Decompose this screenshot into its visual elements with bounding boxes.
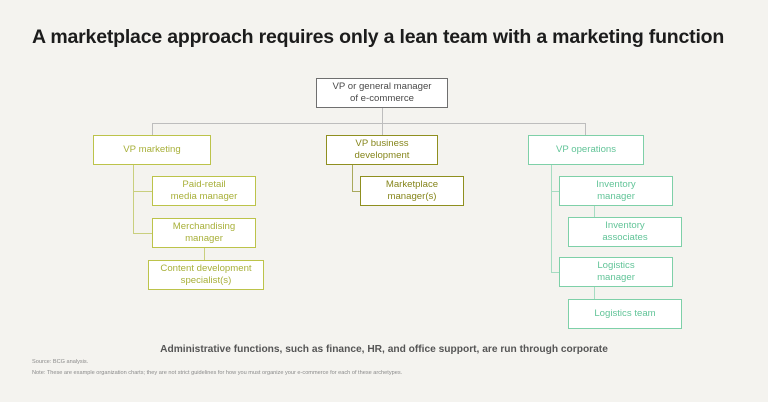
node-label: VP operations bbox=[555, 143, 617, 155]
node-content-development-specialist[interactable]: Content development specialist(s) bbox=[148, 260, 264, 290]
node-vp-general-manager[interactable]: VP or general manager of e-commerce bbox=[316, 78, 448, 108]
node-label: Merchandising manager bbox=[172, 220, 236, 244]
node-inventory-manager[interactable]: Inventory manager bbox=[559, 176, 673, 206]
node-paid-retail-media-manager[interactable]: Paid-retail media manager bbox=[152, 176, 256, 206]
node-label: VP marketing bbox=[123, 143, 181, 155]
connector-drop-operations bbox=[585, 122, 587, 136]
node-label: VP or general manager of e-commerce bbox=[332, 80, 432, 104]
node-vp-marketing[interactable]: VP marketing bbox=[93, 135, 211, 165]
connector-bizdev-stub-1 bbox=[352, 190, 360, 192]
connector-operations-rail bbox=[551, 165, 553, 273]
node-inventory-associates[interactable]: Inventory associates bbox=[568, 217, 682, 247]
node-label: Content development specialist(s) bbox=[160, 262, 252, 286]
connector-drop-marketing bbox=[152, 122, 154, 136]
node-marketplace-manager[interactable]: Marketplace manager(s) bbox=[360, 176, 464, 206]
connector-bizdev-rail bbox=[352, 165, 354, 191]
node-label: Logistics manager bbox=[597, 259, 635, 283]
node-vp-operations[interactable]: VP operations bbox=[528, 135, 644, 165]
node-label: Inventory associates bbox=[602, 219, 648, 243]
node-label: Marketplace manager(s) bbox=[385, 178, 439, 202]
footnote-line: Note: These are example organization cha… bbox=[32, 370, 403, 376]
node-merchandising-manager[interactable]: Merchandising manager bbox=[152, 218, 256, 248]
connector-operations-stub-2 bbox=[551, 271, 559, 273]
connector-drop-business-development bbox=[381, 122, 383, 136]
connector-inventory-drop bbox=[594, 206, 596, 217]
node-label: Logistics team bbox=[594, 307, 656, 319]
connector-merchandising-drop bbox=[204, 248, 206, 260]
node-logistics-team[interactable]: Logistics team bbox=[568, 299, 682, 329]
connector-root-bar bbox=[152, 122, 586, 124]
connector-root-stem bbox=[381, 108, 383, 123]
connector-marketing-rail bbox=[133, 165, 135, 234]
node-logistics-manager[interactable]: Logistics manager bbox=[559, 257, 673, 287]
source-line: Source: BCG analysis. bbox=[32, 359, 89, 365]
administrative-functions-note: Administrative functions, such as financ… bbox=[160, 344, 608, 355]
node-label: Paid-retail media manager bbox=[170, 178, 238, 202]
connector-marketing-stub-1 bbox=[133, 190, 152, 192]
page-title: A marketplace approach requires only a l… bbox=[32, 26, 725, 48]
node-label: Inventory manager bbox=[596, 178, 636, 202]
connector-operations-stub-1 bbox=[551, 190, 559, 192]
node-vp-business-development[interactable]: VP business development bbox=[326, 135, 438, 165]
node-label: VP business development bbox=[354, 137, 410, 161]
connector-marketing-stub-2 bbox=[133, 232, 152, 234]
connector-logistics-drop bbox=[594, 287, 596, 299]
